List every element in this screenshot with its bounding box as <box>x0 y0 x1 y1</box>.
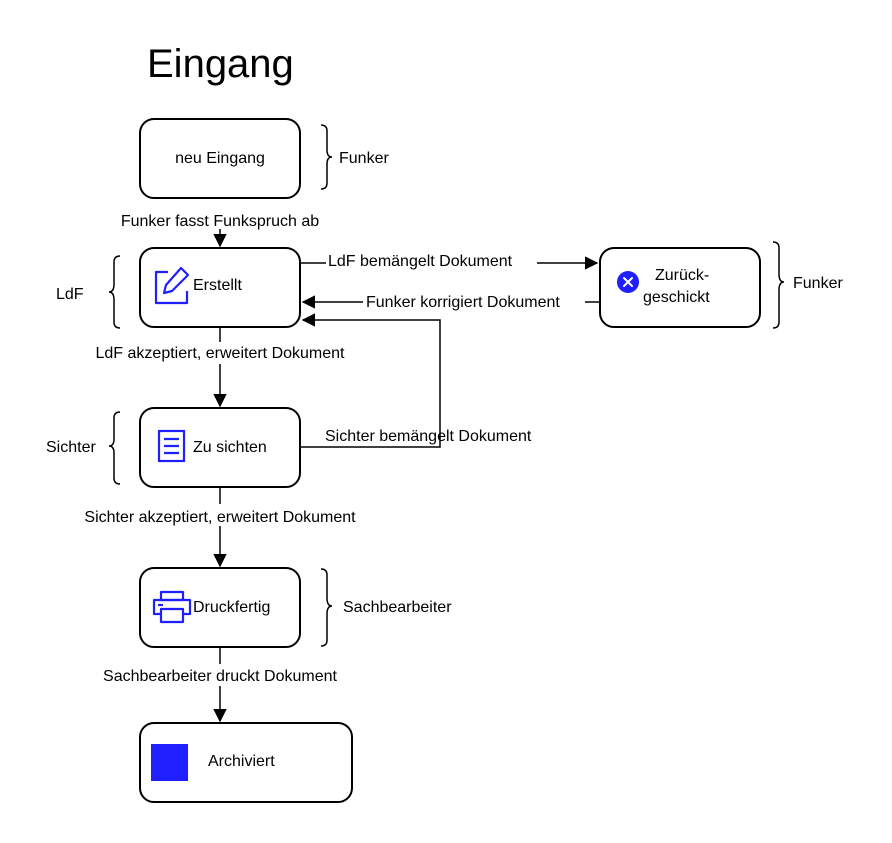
node-zurueckgeschickt[interactable]: Zurück- geschickt <box>599 247 761 328</box>
brace-right-sachbearbeiter <box>320 568 333 647</box>
document-icon <box>157 429 186 463</box>
node-erstellt-label: Erstellt <box>193 277 242 294</box>
close-circle-icon <box>617 271 639 293</box>
edge-label-returned-to-created: Funker korrigiert Dokument <box>366 294 560 311</box>
role-label-funker-returned: Funker <box>793 275 843 292</box>
node-zu-sichten[interactable]: Zu sichten <box>139 407 301 488</box>
brace-left-sichter <box>108 411 121 485</box>
node-archiviert-label: Archiviert <box>208 753 275 770</box>
role-label-ldf: LdF <box>56 286 84 303</box>
role-label-funker: Funker <box>339 150 389 167</box>
brace-left-ldf <box>108 255 121 329</box>
edge-label-print-to-archived: Sachbearbeiter druckt Dokument <box>103 668 337 685</box>
diagram-title: Eingang <box>147 42 294 86</box>
brace-right-funker <box>320 124 333 190</box>
edge-label-review-to-created: Sichter bemängelt Dokument <box>325 428 532 445</box>
role-label-sichter: Sichter <box>46 439 96 456</box>
edge-label-created-to-review: LdF akzeptiert, erweitert Dokument <box>96 345 346 362</box>
node-neu-eingang-label: neu Eingang <box>175 150 265 167</box>
node-druckfertig-label: Druckfertig <box>193 599 270 616</box>
edge-label-new-to-created: Funker fasst Funkspruch ab <box>121 213 319 230</box>
node-zurueckgeschickt-label-line2: geschickt <box>643 289 710 306</box>
node-neu-eingang[interactable]: neu Eingang <box>139 118 301 199</box>
brace-right-funker-returned <box>772 241 785 329</box>
role-label-sachbearbeiter: Sachbearbeiter <box>343 599 452 616</box>
square-icon <box>151 744 188 781</box>
node-zu-sichten-label: Zu sichten <box>193 439 267 456</box>
printer-icon <box>152 590 192 624</box>
edit-icon <box>154 266 190 305</box>
node-erstellt[interactable]: Erstellt <box>139 247 301 328</box>
edge-label-review-to-print: Sichter akzeptiert, erweitert Dokument <box>84 509 356 526</box>
node-archiviert[interactable]: Archiviert <box>139 722 353 803</box>
edge-label-created-to-returned: LdF bemängelt Dokument <box>328 253 513 270</box>
edge-review-to-created <box>300 313 441 448</box>
node-druckfertig[interactable]: Druckfertig <box>139 567 301 648</box>
node-zurueckgeschickt-label-line1: Zurück- <box>655 267 709 284</box>
